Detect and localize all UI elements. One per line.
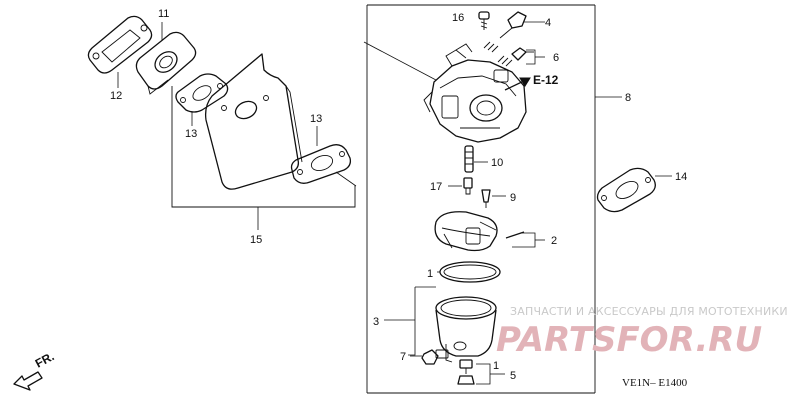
label-part-1-small: 1: [493, 360, 499, 372]
part-5-bolt: [457, 359, 505, 385]
label-part-12: 12: [110, 90, 122, 102]
label-part-2: 2: [551, 235, 557, 247]
part-labels: 11 12 13 13 14 15 16 4 6 8 10 17 9 2 1 3…: [33, 8, 688, 389]
part-9-float-valve: [481, 189, 506, 208]
group-frame-15: [171, 86, 356, 230]
label-part-1: 1: [427, 268, 433, 280]
part-12-gasket: [87, 15, 153, 88]
label-part-5: 5: [510, 370, 516, 382]
label-part-3: 3: [373, 316, 379, 328]
label-part-13-lower: 13: [310, 113, 322, 125]
group-frame-8: [366, 4, 622, 394]
label-part-16: 16: [452, 12, 464, 24]
watermark-tagline: ЗАПЧАСТИ И АКСЕССУАРЫ ДЛЯ МОТОТЕХНИКИ: [510, 305, 788, 318]
part-1-o-ring: [437, 261, 501, 283]
part-7-drain-screw: [410, 349, 449, 365]
label-part-7: 7: [400, 351, 406, 363]
part-17-jet: [448, 177, 473, 195]
watermark-site: PARTSFOR.RU: [496, 320, 762, 360]
watermark: ЗАПЧАСТИ И АКСЕССУАРЫ ДЛЯ МОТОТЕХНИКИ PA…: [496, 305, 788, 360]
reference-arrow-e12: [504, 77, 531, 91]
part-10-needle: [464, 145, 488, 173]
part-6-screw-set: [497, 47, 545, 67]
label-part-15: 15: [250, 234, 262, 246]
label-part-8: 8: [625, 92, 631, 104]
label-part-11: 11: [158, 8, 169, 20]
part-16-screw: [478, 11, 490, 30]
part-3-float-chamber: [384, 286, 497, 363]
part-11-insulator: [135, 22, 197, 95]
drawing-code: VE1N– E1400: [622, 377, 688, 389]
reference-label: E-12: [533, 73, 559, 87]
direction-label: FR.: [33, 349, 57, 370]
label-part-6: 6: [553, 52, 559, 64]
direction-arrow-fr: [13, 371, 43, 391]
part-4-pilot-screw: [483, 11, 545, 53]
label-part-10: 10: [491, 157, 503, 169]
part-13-gasket-lower: [290, 126, 357, 187]
label-part-13-left: 13: [185, 128, 197, 140]
part-8-carburetor-body: [363, 41, 527, 143]
part-15-heat-shield: [204, 53, 303, 190]
label-part-17: 17: [430, 181, 442, 193]
part-14-gasket-right: [596, 167, 672, 213]
label-part-4: 4: [545, 17, 551, 29]
part-13-gasket-left: [175, 73, 229, 126]
label-part-14: 14: [675, 171, 687, 183]
part-2-float: [434, 211, 545, 252]
label-part-9: 9: [510, 192, 516, 204]
